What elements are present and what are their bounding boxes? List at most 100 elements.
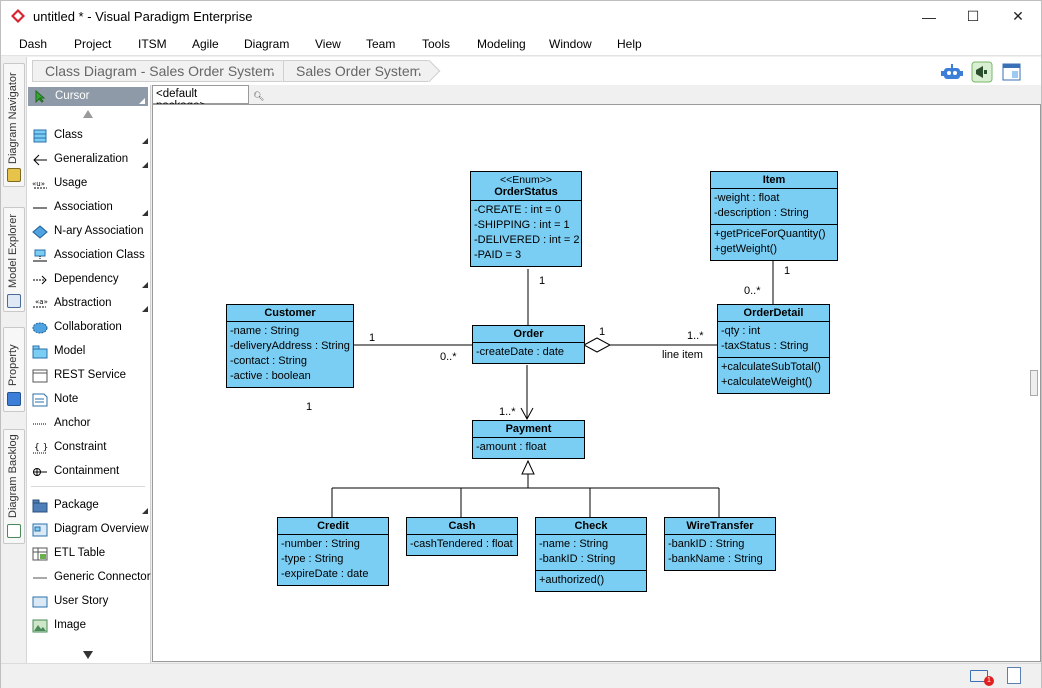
class-operation[interactable]: +getWeight() [714, 243, 778, 255]
class-attribute[interactable]: -bankName : String [668, 553, 763, 565]
robot-assistant-icon[interactable] [941, 61, 963, 83]
class-cash[interactable]: Cash -cashTendered : float [406, 517, 518, 556]
palette-usage[interactable]: «u» Usage [27, 173, 151, 195]
multiplicity-label[interactable]: 1 [369, 332, 376, 344]
class-credit[interactable]: Credit -number : String -type : String -… [277, 517, 389, 586]
edit-note-icon[interactable] [1007, 667, 1021, 684]
palette-constraint[interactable]: { } Constraint [27, 437, 151, 459]
palette-rest-service[interactable]: REST Service [27, 365, 151, 387]
menu-tools[interactable]: Tools [422, 37, 451, 51]
class-attribute[interactable]: -CREATE : int = 0 [474, 204, 561, 216]
class-attribute[interactable]: -SHIPPING : int = 1 [474, 219, 570, 231]
role-label[interactable]: line item [662, 349, 703, 361]
class-attribute[interactable]: -bankID : String [668, 538, 745, 550]
palette-dependency[interactable]: Dependency [27, 269, 151, 291]
palette-collaboration[interactable]: Collaboration [27, 317, 151, 339]
class-attribute[interactable]: -description : String [714, 207, 809, 219]
canvas-scroll-handle[interactable] [1030, 370, 1038, 396]
palette-diagram-overview[interactable]: Diagram Overview [27, 519, 151, 541]
palette-package[interactable]: Package [27, 495, 151, 517]
tab-diagram-navigator[interactable]: Diagram Navigator [3, 63, 25, 187]
menu-dash[interactable]: Dash [19, 37, 48, 51]
maximize-button[interactable]: ☐ [966, 8, 980, 24]
menu-window[interactable]: Window [549, 37, 592, 51]
title-bar: untitled * - Visual Paradigm Enterprise … [1, 1, 1041, 32]
class-attribute[interactable]: -name : String [230, 325, 300, 337]
class-order[interactable]: Order -createDate : date [472, 325, 585, 364]
package-tab[interactable]: <default package> [152, 85, 249, 112]
breadcrumb-diagram[interactable]: Class Diagram - Sales Order System [32, 60, 282, 82]
class-payment[interactable]: Payment -amount : float [472, 420, 585, 459]
close-button[interactable]: ✕ [1012, 8, 1024, 24]
class-attribute[interactable]: -expireDate : date [281, 568, 369, 580]
class-check[interactable]: Check -name : String -bankID : String +a… [535, 517, 647, 592]
class-attribute[interactable]: -cashTendered : float [410, 538, 513, 550]
palette-nary-association[interactable]: N-ary Association [27, 221, 151, 243]
multiplicity-label[interactable]: 1..* [499, 406, 516, 418]
class-attribute[interactable]: -createDate : date [476, 346, 565, 358]
tab-diagram-backlog[interactable]: Diagram Backlog [3, 429, 25, 544]
class-attribute[interactable]: -DELIVERED : int = 2 [474, 234, 580, 246]
class-operation[interactable]: +authorized() [539, 574, 605, 586]
minimize-button[interactable]: — [922, 8, 936, 25]
class-item[interactable]: Item -weight : float -description : Stri… [710, 171, 838, 261]
scroll-down-icon[interactable] [83, 651, 93, 659]
palette-generic-connector[interactable]: Generic Connector [27, 567, 151, 589]
tab-model-explorer[interactable]: Model Explorer [3, 207, 25, 312]
multiplicity-label[interactable]: 1 [306, 401, 313, 413]
class-attribute[interactable]: -deliveryAddress : String [230, 340, 350, 352]
class-wire-transfer[interactable]: WireTransfer -bankID : String -bankName … [664, 517, 776, 571]
palette-cursor[interactable]: Cursor [28, 87, 148, 106]
palette-containment[interactable]: Containment [27, 461, 151, 483]
palette-image[interactable]: Image [27, 615, 151, 637]
class-attribute[interactable]: -contact : String [230, 355, 308, 367]
announcement-icon[interactable] [971, 61, 993, 83]
palette-abstraction[interactable]: «a» Abstraction [27, 293, 151, 315]
menu-modeling[interactable]: Modeling [477, 37, 526, 51]
palette-note[interactable]: Note [27, 389, 151, 411]
menu-diagram[interactable]: Diagram [244, 37, 290, 51]
class-attribute[interactable]: -type : String [281, 553, 344, 565]
class-attribute[interactable]: -taxStatus : String [721, 340, 809, 352]
palette-generalization[interactable]: Generalization [27, 149, 151, 171]
class-attribute[interactable]: -bankID : String [539, 553, 616, 565]
class-order-status[interactable]: <<Enum>> OrderStatus -CREATE : int = 0 -… [470, 171, 582, 267]
palette-user-story[interactable]: User Story [27, 591, 151, 613]
search-icon[interactable]: 🔍︎ [253, 91, 265, 101]
class-operation[interactable]: +calculateWeight() [721, 376, 813, 388]
palette-association-class[interactable]: Association Class [27, 245, 151, 267]
class-attribute[interactable]: -active : boolean [230, 370, 311, 382]
multiplicity-label[interactable]: 0..* [744, 285, 761, 297]
palette-class[interactable]: Class [27, 125, 151, 147]
menu-itsm[interactable]: ITSM [138, 37, 167, 51]
palette-anchor[interactable]: Anchor [27, 413, 151, 435]
palette-etl-table[interactable]: ETL Table [27, 543, 151, 565]
scroll-up-icon[interactable] [83, 110, 93, 118]
multiplicity-label[interactable]: 1..* [687, 330, 704, 342]
multiplicity-label[interactable]: 1 [539, 275, 546, 287]
palette-model[interactable]: Model [27, 341, 151, 363]
class-attribute[interactable]: -amount : float [476, 441, 547, 453]
menu-project[interactable]: Project [74, 37, 112, 51]
menu-team[interactable]: Team [366, 37, 396, 51]
layout-panel-icon[interactable] [1001, 61, 1023, 83]
tab-property[interactable]: Property [3, 327, 25, 412]
class-operation[interactable]: +getPriceForQuantity() [714, 228, 826, 240]
class-attribute[interactable]: -number : String [281, 538, 360, 550]
class-operation[interactable]: +calculateSubTotal() [721, 361, 821, 373]
breadcrumb-model[interactable]: Sales Order System [283, 60, 429, 82]
class-attribute[interactable]: -weight : float [714, 192, 780, 204]
multiplicity-label[interactable]: 1 [599, 326, 606, 338]
class-attribute[interactable]: -qty : int [721, 325, 761, 337]
diagram-canvas[interactable]: <<Enum>> OrderStatus -CREATE : int = 0 -… [152, 104, 1041, 662]
menu-view[interactable]: View [315, 37, 341, 51]
class-attribute[interactable]: -name : String [539, 538, 609, 550]
class-attribute[interactable]: -PAID = 3 [474, 249, 522, 261]
multiplicity-label[interactable]: 1 [784, 265, 791, 277]
class-customer[interactable]: Customer -name : String -deliveryAddress… [226, 304, 354, 388]
palette-association[interactable]: Association [27, 197, 151, 219]
menu-agile[interactable]: Agile [192, 37, 219, 51]
menu-help[interactable]: Help [617, 37, 642, 51]
class-order-detail[interactable]: OrderDetail -qty : int -taxStatus : Stri… [717, 304, 830, 394]
multiplicity-label[interactable]: 0..* [440, 351, 457, 363]
